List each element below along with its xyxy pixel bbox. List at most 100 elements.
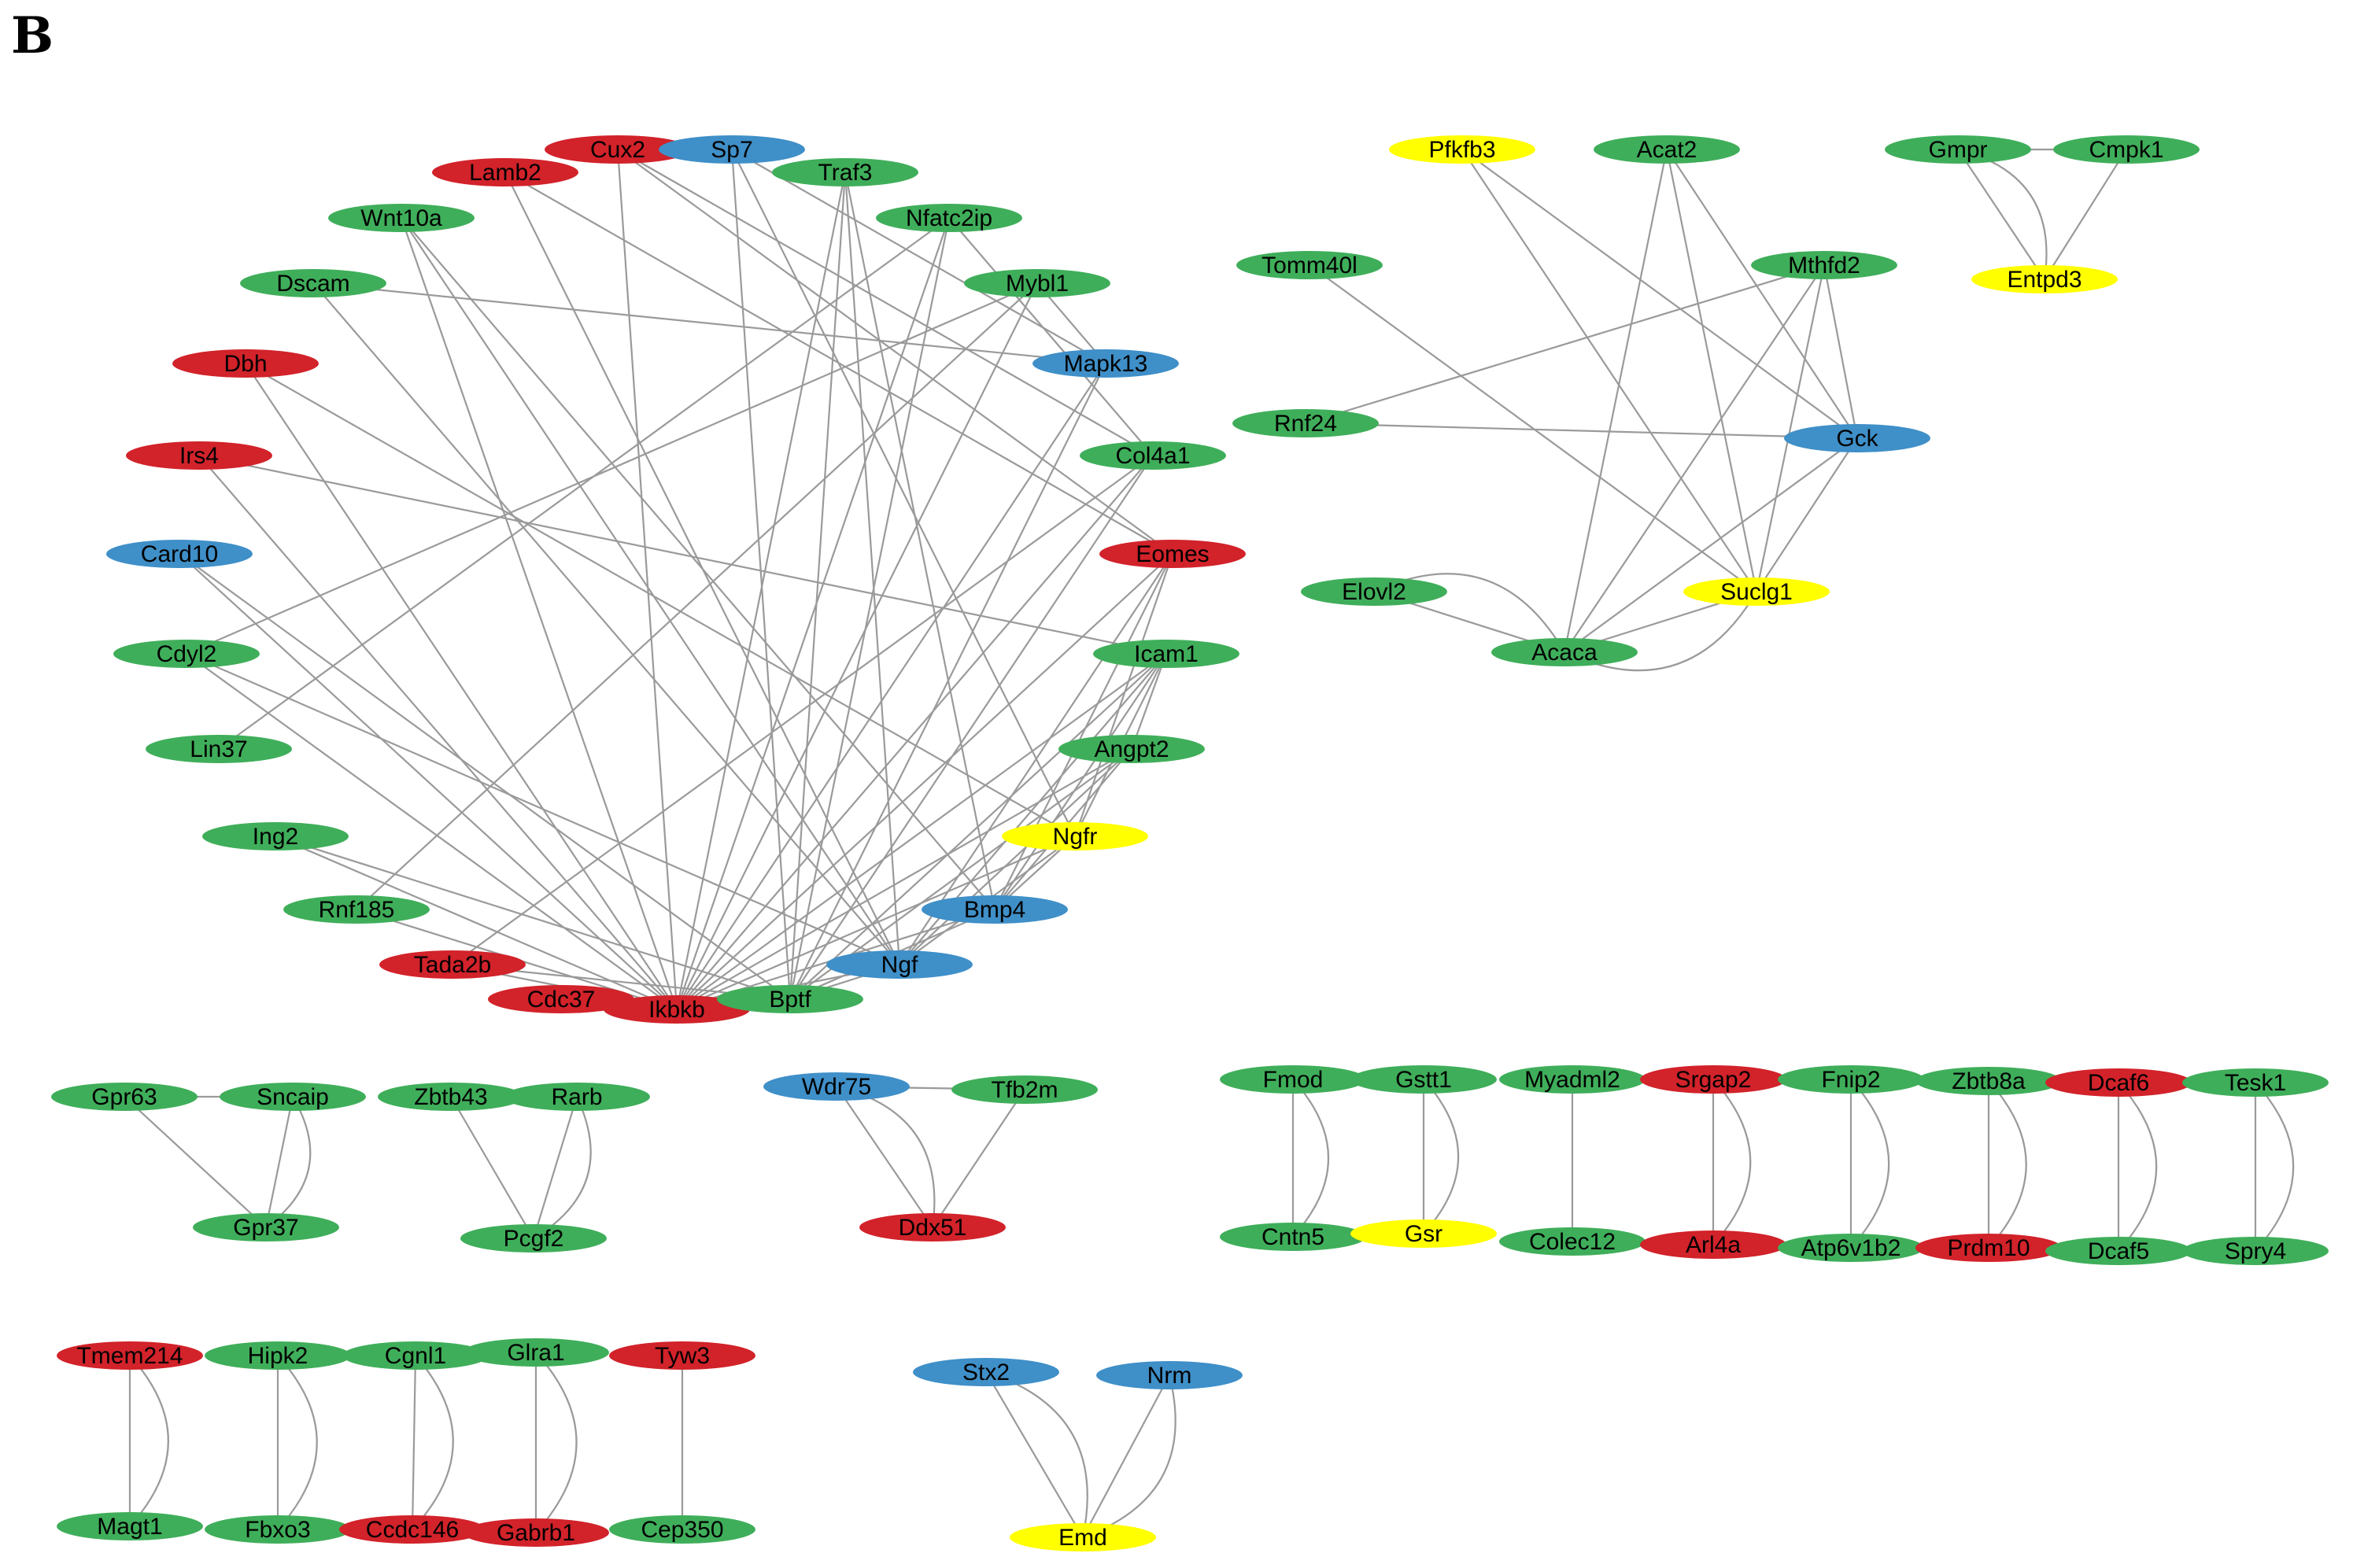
node-ellipse xyxy=(876,204,1022,232)
node-ikbkb: Ikbkb xyxy=(604,995,750,1024)
node-label: Fbxo3 xyxy=(245,1517,310,1543)
node-label: Pfkfb3 xyxy=(1428,137,1495,163)
node-label: Tada2b xyxy=(414,952,491,978)
edge-fnip2-atp6v1b2 xyxy=(1850,1079,1890,1249)
node-label: Srgap2 xyxy=(1675,1067,1752,1093)
edge-eomes-ikbkb xyxy=(676,553,1173,1010)
edge-eomes-ngfr xyxy=(1073,553,1174,837)
edge-acat2-suclg1 xyxy=(1665,149,1758,592)
edge-rarb-pcgf2 xyxy=(533,1096,592,1239)
node-gpr37: Gpr37 xyxy=(193,1213,339,1241)
node-label: Gstt1 xyxy=(1395,1067,1452,1093)
node-ellipse xyxy=(460,1224,607,1253)
edge-acat2-gck xyxy=(1666,149,1858,439)
edge-gck-suclg1 xyxy=(1756,437,1858,592)
edge-mthfd2-suclg1 xyxy=(1755,264,1826,592)
edge-glra1-gabrb1 xyxy=(535,1352,578,1533)
node-label: Tmem214 xyxy=(76,1343,183,1369)
edge-wnt10a-ikbkb xyxy=(400,217,678,1010)
node-ellipse xyxy=(1236,251,1383,279)
node-label: Arl4a xyxy=(1686,1232,1741,1258)
node-label: Zbtb43 xyxy=(414,1084,487,1110)
node-wnt10a: Wnt10a xyxy=(328,204,475,232)
node-ellipse xyxy=(1032,349,1179,378)
node-ellipse xyxy=(604,995,750,1024)
node-label: Icam1 xyxy=(1134,641,1199,667)
node-ellipse xyxy=(146,735,292,763)
node-label: Nfatc2ip xyxy=(906,205,992,231)
node-label: Ikbkb xyxy=(648,997,705,1023)
node-prdm10: Prdm10 xyxy=(1915,1234,2062,1262)
edge-angpt2-ikbkb xyxy=(676,748,1132,1010)
node-label: Sp7 xyxy=(711,137,752,163)
node-ellipse xyxy=(379,950,526,979)
node-label: Gck xyxy=(1836,426,1878,452)
node-pcgf2: Pcgf2 xyxy=(460,1224,607,1253)
edge-gpr63-gpr37 xyxy=(124,1096,267,1228)
node-ellipse xyxy=(57,1341,203,1370)
node-ellipse xyxy=(1350,1219,1497,1248)
node-sncaip: Sncaip xyxy=(220,1083,366,1111)
node-label: Rnf185 xyxy=(319,897,395,923)
edge-mapk13-bptf xyxy=(789,363,1106,1000)
node-ellipse xyxy=(463,1338,609,1367)
node-dbh: Dbh xyxy=(172,349,319,378)
edge-dscam-ngf xyxy=(312,282,900,965)
node-label: Irs4 xyxy=(179,443,219,469)
edge-rnf24-gck xyxy=(1305,422,1858,440)
node-rnf24: Rnf24 xyxy=(1232,409,1379,437)
node-ellipse xyxy=(922,895,1068,924)
node-col4a1: Col4a1 xyxy=(1080,441,1226,470)
node-myadml2: Myadml2 xyxy=(1499,1065,1646,1094)
edge-mthfd2-gck xyxy=(1823,264,1859,439)
node-gstt1: Gstt1 xyxy=(1350,1065,1497,1094)
edge-pfkfb3-gck xyxy=(1461,149,1858,439)
node-srgap2: Srgap2 xyxy=(1640,1065,1786,1094)
edge-wdr75-ddx51 xyxy=(836,1086,933,1228)
edge-nfatc2ip-col4a1 xyxy=(948,217,1154,456)
node-stx2: Stx2 xyxy=(913,1358,1059,1386)
node-bmp4: Bmp4 xyxy=(922,895,1068,924)
node-glra1: Glra1 xyxy=(463,1338,609,1367)
node-label: Gsr xyxy=(1405,1221,1442,1247)
node-ellipse xyxy=(1080,441,1226,470)
node-label: Gpr63 xyxy=(91,1084,157,1110)
edge-sncaip-gpr37 xyxy=(264,1096,294,1228)
node-ellipse xyxy=(488,985,634,1013)
node-label: Acaca xyxy=(1531,640,1598,666)
edge-wnt10a-bmp4 xyxy=(401,217,996,910)
node-acat2: Acat2 xyxy=(1594,135,1740,164)
edge-ngfr-ikbkb xyxy=(676,835,1076,1011)
node-tyw3: Tyw3 xyxy=(609,1341,755,1370)
node-rnf185: Rnf185 xyxy=(283,895,430,924)
node-ellipse xyxy=(1683,577,1830,606)
node-cntn5: Cntn5 xyxy=(1220,1223,1366,1251)
edge-cux2-col4a1 xyxy=(617,149,1154,456)
node-label: Dcaf6 xyxy=(2088,1070,2149,1096)
node-ellipse xyxy=(1389,135,1535,164)
edge-dbh-ikbkb xyxy=(245,363,678,1010)
node-ellipse xyxy=(57,1512,203,1540)
node-ccdc146: Ccdc146 xyxy=(339,1515,486,1544)
node-ellipse xyxy=(659,135,805,164)
edge-sp7-ngfr xyxy=(731,149,1076,837)
node-ellipse xyxy=(951,1075,1098,1104)
node-ellipse xyxy=(339,1515,486,1544)
edge-acat2-acaca xyxy=(1563,149,1668,653)
node-label: Traf3 xyxy=(818,160,873,186)
node-angpt2: Angpt2 xyxy=(1058,735,1205,763)
node-ddx51: Ddx51 xyxy=(859,1213,1006,1241)
edge-mapk13-ikbkb xyxy=(676,363,1106,1010)
node-ellipse xyxy=(1778,1234,1924,1262)
node-ellipse xyxy=(202,822,349,850)
edge-fmod-cntn5 xyxy=(1292,1079,1330,1238)
node-ellipse xyxy=(463,1518,609,1547)
node-ellipse xyxy=(1350,1065,1497,1094)
node-rarb: Rarb xyxy=(504,1083,650,1111)
node-gpr63: Gpr63 xyxy=(51,1083,198,1111)
node-ngf: Ngf xyxy=(826,950,973,979)
edge-sp7-bptf xyxy=(730,149,792,1000)
edge-col4a1-bptf xyxy=(789,455,1154,1000)
